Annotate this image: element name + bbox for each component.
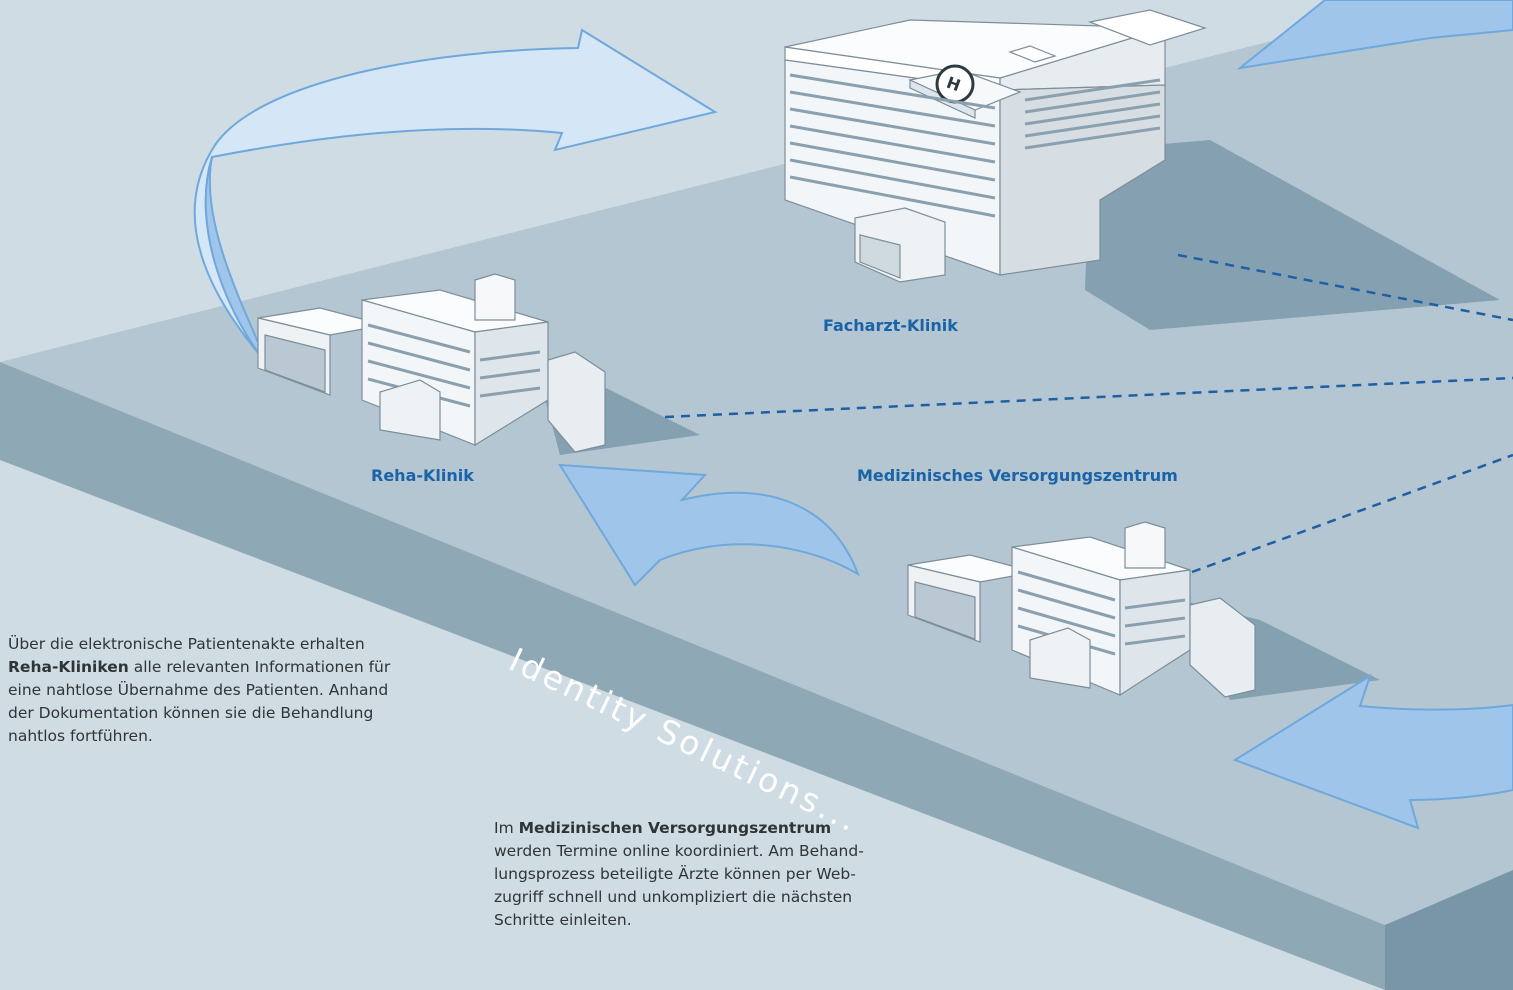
platform-side-right xyxy=(1385,870,1513,990)
platform-side xyxy=(0,362,1385,990)
label-reha-klinik: Reha-Klinik xyxy=(371,466,474,485)
text-mvz-prefix: Im xyxy=(494,819,519,837)
text-mvz-bold: Medizinischen Versorgungszentrum xyxy=(518,819,832,837)
text-reha-line3: eine nahtlose Übernahme des Patienten. A… xyxy=(8,681,389,699)
text-mvz-description: Im Medizinischen Versorgungszentrum werd… xyxy=(494,817,864,932)
text-reha-line2: alle relevanten Informationen für xyxy=(128,658,391,676)
line-reha xyxy=(664,376,1513,419)
building-mvz xyxy=(907,521,1256,698)
text-reha-line4: der Dokumentation können sie die Behandl… xyxy=(8,704,374,722)
arrow-bottom-right xyxy=(1232,673,1513,830)
text-reha-line5: nahtlos fortführen. xyxy=(8,727,153,745)
label-facharzt-klinik: Facharzt-Klinik xyxy=(823,316,958,335)
text-mvz-line3: lungsprozess beteiligte Ärzte können per… xyxy=(494,865,856,883)
arrow-top-right xyxy=(1236,0,1513,70)
connection-lines xyxy=(664,253,1513,574)
text-mvz-line2: werden Termine online koordiniert. Am Be… xyxy=(494,842,864,860)
text-mvz-line5: Schritte einleiten. xyxy=(494,911,632,929)
arrow-mvz-to-reha xyxy=(558,463,860,587)
helipad-icon: H xyxy=(944,73,963,95)
text-reha-line1: Über die elektronische Patientenakte erh… xyxy=(8,635,365,653)
line-mvz xyxy=(1191,453,1513,574)
text-reha-bold: Reha-Kliniken xyxy=(8,658,129,676)
building-facharzt: H xyxy=(784,9,1207,283)
text-reha-description: Über die elektronische Patientenakte erh… xyxy=(8,633,390,748)
label-mvz: Medizinisches Versorgungszentrum xyxy=(857,466,1178,485)
line-facharzt xyxy=(1177,253,1513,322)
building-reha xyxy=(257,273,606,453)
text-mvz-line4: zugriff schnell und unkompliziert die nä… xyxy=(494,888,853,906)
